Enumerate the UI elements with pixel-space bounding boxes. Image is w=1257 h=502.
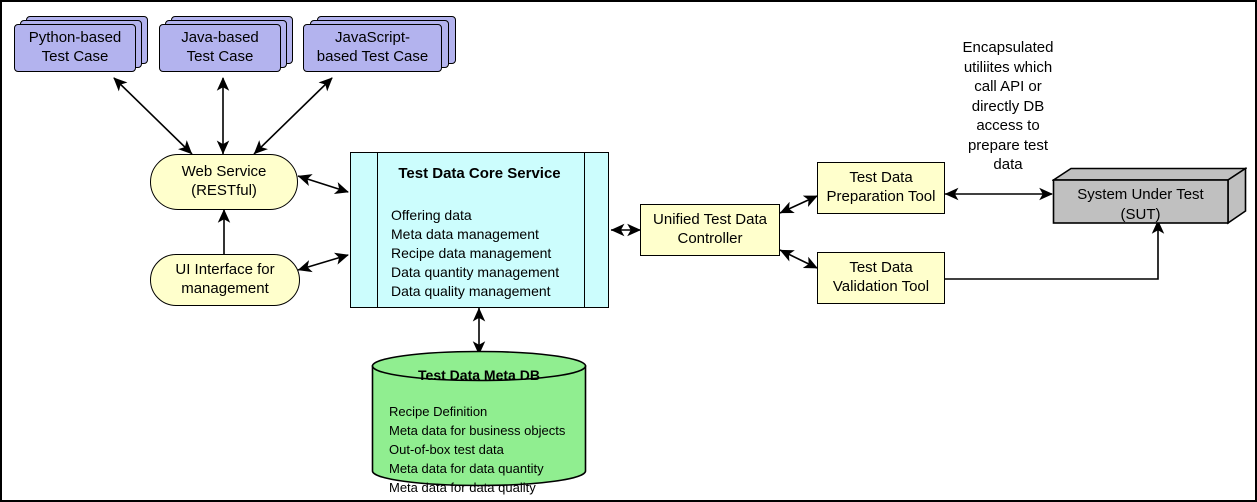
web-service-node[interactable]: Web Service (RESTful) bbox=[150, 154, 298, 210]
ui-interface-line2: management bbox=[181, 280, 269, 297]
core-service-item: Data quantity management bbox=[391, 264, 560, 280]
web-service-line2: (RESTful) bbox=[191, 182, 257, 199]
meta-db-item: Meta data for business objects bbox=[389, 423, 566, 438]
ui-interface-node[interactable]: UI Interface for management bbox=[150, 254, 300, 306]
annotation-line: directly DB bbox=[971, 97, 1045, 115]
component-divider-left bbox=[377, 153, 378, 307]
arrow-webservice-python bbox=[113, 77, 193, 155]
core-service-component[interactable]: Test Data Core Service Offering data Met… bbox=[350, 152, 609, 308]
unified-controller-line1: Unified Test Data bbox=[653, 211, 767, 229]
preparation-tool-node[interactable]: Test Data Preparation Tool bbox=[817, 162, 945, 214]
arrow-controller-preparation bbox=[779, 195, 818, 214]
preparation-tool-line1: Test Data bbox=[849, 169, 913, 187]
meta-db-item: Recipe Definition bbox=[389, 404, 488, 419]
annotation-line: prepare test bbox=[967, 136, 1049, 154]
javascript-test-case-box[interactable]: JavaScript- based Test Case bbox=[303, 24, 442, 72]
unified-controller-line2: Controller bbox=[677, 230, 743, 247]
meta-db-item: Meta data for data quality bbox=[389, 480, 536, 495]
python-test-case-line2: Test Case bbox=[41, 48, 109, 65]
component-divider-right bbox=[584, 153, 585, 307]
meta-db-shape bbox=[371, 350, 587, 487]
annotation-line: utiliites which bbox=[963, 58, 1053, 76]
arrow-webservice-core bbox=[297, 174, 349, 195]
arrow-webservice-javascript bbox=[253, 77, 333, 155]
meta-db-cylinder[interactable]: Test Data Meta DB Recipe Definition Meta… bbox=[371, 350, 587, 495]
meta-db-item: Out-of-box test data bbox=[389, 442, 504, 457]
java-test-case-box[interactable]: Java-based Test Case bbox=[159, 24, 281, 72]
meta-db-item: Meta data for data quantity bbox=[389, 461, 544, 476]
validation-tool-line2: Validation Tool bbox=[832, 278, 930, 295]
sut-line1: System Under Test bbox=[1077, 186, 1204, 203]
javascript-test-case-stack[interactable]: JavaScript- based Test Case bbox=[303, 16, 463, 78]
python-test-case-line1: Python-based bbox=[28, 29, 122, 47]
annotation-line: access to bbox=[976, 117, 1040, 134]
validation-tool-line1: Test Data bbox=[849, 259, 913, 277]
core-service-item: Data quality management bbox=[391, 283, 551, 299]
preparation-tool-line2: Preparation Tool bbox=[826, 188, 936, 205]
core-service-item-list: Offering data Meta data management Recip… bbox=[391, 206, 559, 301]
encapsulated-utilities-annotation: Encapsulated utiliites which call API or… bbox=[942, 38, 1074, 175]
java-test-case-line1: Java-based bbox=[181, 29, 259, 47]
python-test-case-stack[interactable]: Python-based Test Case bbox=[14, 16, 150, 78]
validation-tool-node[interactable]: Test Data Validation Tool bbox=[817, 252, 945, 304]
sut-label: System Under Test (SUT) bbox=[1052, 185, 1229, 224]
unified-controller-node[interactable]: Unified Test Data Controller bbox=[640, 204, 780, 256]
meta-db-item-list: Recipe Definition Meta data for business… bbox=[389, 402, 565, 497]
javascript-test-case-line1: JavaScript- bbox=[334, 29, 411, 47]
python-test-case-box[interactable]: Python-based Test Case bbox=[14, 24, 136, 72]
web-service-line1: Web Service bbox=[181, 163, 267, 181]
annotation-line: data bbox=[993, 156, 1023, 173]
sut-shape bbox=[1052, 167, 1247, 225]
system-under-test-node[interactable]: System Under Test (SUT) bbox=[1052, 167, 1247, 225]
core-service-item: Offering data bbox=[391, 207, 472, 223]
sut-line2: (SUT) bbox=[1120, 205, 1161, 223]
arrow-validation-sut bbox=[945, 220, 1165, 280]
core-service-title: Test Data Core Service bbox=[398, 165, 561, 182]
ui-interface-line1: UI Interface for bbox=[175, 261, 275, 279]
javascript-test-case-line2: based Test Case bbox=[316, 48, 429, 65]
arrow-ui-core bbox=[297, 252, 349, 273]
annotation-line: Encapsulated bbox=[962, 39, 1054, 56]
meta-db-title: Test Data Meta DB bbox=[418, 367, 540, 383]
java-test-case-line2: Test Case bbox=[186, 48, 254, 65]
annotation-line: call API or bbox=[974, 78, 1042, 95]
core-service-item: Meta data management bbox=[391, 226, 539, 242]
java-test-case-stack[interactable]: Java-based Test Case bbox=[159, 16, 295, 78]
core-service-item: Recipe data management bbox=[391, 245, 552, 261]
arrow-controller-validation bbox=[779, 249, 818, 269]
